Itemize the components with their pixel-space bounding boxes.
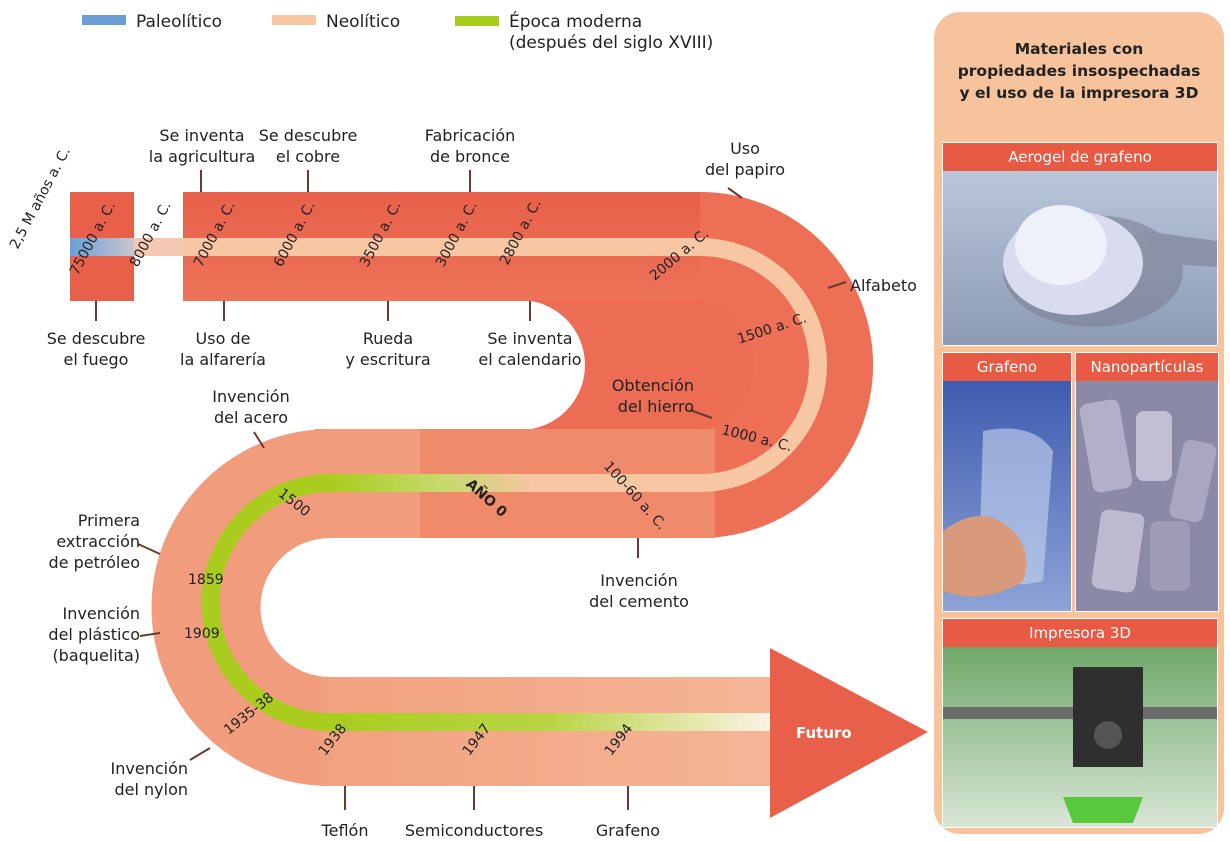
printer-3d-image: [943, 667, 1217, 823]
future-arrow: [770, 648, 928, 818]
track-neolitico-curve: [700, 238, 827, 492]
photo-aerogel-image: [943, 171, 1217, 345]
event-bronce: Fabricación de bronce: [424, 126, 516, 166]
leader-plastico: [139, 632, 161, 637]
future-label: Futuro: [796, 724, 852, 742]
leader-papiro: [727, 187, 743, 199]
legend-label-neolitico: Neolítico: [326, 12, 401, 32]
leader-petroleo: [137, 543, 161, 555]
legend-label-paleolitico: Paleolítico: [136, 12, 223, 32]
leader-alfabeto: [827, 281, 847, 289]
event-cobre: Se descubre el cobre: [258, 126, 358, 166]
band-bottom: [320, 677, 770, 786]
photo-grafeno-image: [943, 381, 1071, 611]
event-plastico: Invención del plástico (baquelita): [48, 604, 140, 665]
nanoparticles-image: [1079, 399, 1217, 593]
track-moderna-curve: [201, 474, 330, 731]
leader-hierro: [689, 409, 713, 419]
legend-label-moderna: Época moderna (después del siglo XVIII): [509, 12, 714, 53]
event-nylon: Invención del nylon: [110, 759, 188, 799]
aerogel-spoon-image: [1003, 205, 1217, 327]
legend-swatch-neolitico: [272, 15, 316, 25]
band-gap-8000-b: [134, 256, 183, 301]
event-grafeno: Grafeno: [595, 821, 661, 840]
legend-swatch-moderna: [455, 16, 499, 26]
leader-nylon: [189, 747, 211, 761]
track-moderna-mid: [330, 474, 530, 492]
photo-caption-grafeno: Grafeno: [943, 353, 1071, 381]
track-neolitico-mid: [530, 474, 700, 492]
event-fuego: Se descubre el fuego: [46, 329, 146, 369]
track-gap: [134, 238, 183, 256]
photo-nanoparticulas: Nanopartículas: [1075, 352, 1219, 612]
event-cemento: Invención del cemento: [589, 571, 689, 611]
legend-paleolitico: Paleolítico: [82, 12, 222, 32]
band-gap-8000: [134, 192, 183, 238]
event-agricultura: Se inventa la agricultura: [148, 126, 256, 166]
grafeno-hand-image: [943, 428, 1053, 597]
event-alfabeto: Alfabeto: [850, 276, 917, 295]
materials-panel: Materiales con propiedades insospechadas…: [934, 12, 1224, 834]
leader-acero: [253, 431, 265, 449]
event-calendario: Se inventa el calendario: [478, 329, 582, 369]
event-hierro: Obtención del hierro: [611, 376, 694, 416]
legend-swatch-paleolitico: [82, 15, 126, 25]
photo-caption-nanoparticulas: Nanopartículas: [1076, 353, 1218, 381]
date-1859: 1859: [188, 572, 224, 588]
event-papiro: Uso del papiro: [704, 139, 786, 179]
photo-aerogel: Aerogel de grafeno: [942, 142, 1218, 346]
event-semiconductores: Semiconductores: [404, 821, 544, 840]
panel-title: Materiales con propiedades insospechadas…: [957, 40, 1201, 102]
event-petroleo: Primera extracción de petróleo: [48, 511, 140, 572]
track-paleolitico: [70, 238, 134, 256]
event-rueda: Rueda y escritura: [345, 329, 431, 369]
event-teflon: Teflón: [321, 821, 369, 840]
timeline-diagram: Futuro: [70, 170, 928, 818]
photo-caption-impresora: Impresora 3D: [943, 619, 1217, 647]
photo-grafeno: Grafeno: [942, 352, 1072, 612]
track-neolitico-top: [183, 238, 700, 256]
photo-impresora-image: [943, 647, 1217, 827]
photo-nanoparticulas-image: [1076, 381, 1218, 611]
photo-impresora: Impresora 3D: [942, 618, 1218, 828]
event-acero: Invención del acero: [212, 387, 290, 427]
event-alfareria: Uso de la alfarería: [180, 329, 266, 369]
legend-moderna: Época moderna (después del siglo XVIII): [455, 12, 713, 54]
date-1909: 1909: [184, 626, 220, 642]
photo-caption-aerogel: Aerogel de grafeno: [943, 143, 1217, 171]
legend-neolitico: Neolítico: [272, 12, 400, 32]
track-moderna-bottom: [330, 713, 770, 731]
